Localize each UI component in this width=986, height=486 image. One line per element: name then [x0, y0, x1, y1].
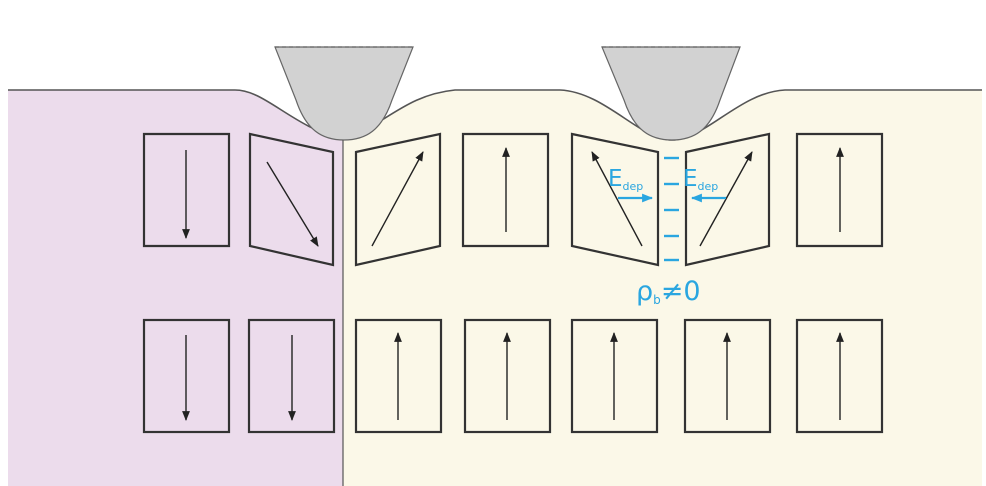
right-domain-region [343, 90, 982, 486]
unit-cell-top-4 [461, 132, 550, 248]
unit-cell-bottom-7 [795, 318, 884, 434]
edep-label-left: Edep [608, 166, 643, 193]
unit-cell-top-7 [795, 132, 884, 248]
edep-label-right: Edep [683, 166, 718, 193]
unit-cell-bottom-4 [463, 318, 552, 434]
unit-cell-top-5 [570, 132, 660, 267]
unit-cell-bottom-2 [247, 318, 336, 434]
unit-cell-bottom-1 [142, 318, 231, 434]
bound-charge-markers [664, 156, 679, 262]
unit-cell-bottom-5 [570, 318, 659, 434]
unit-cell-bottom-3 [354, 318, 443, 434]
bound-charge-label: ρb≠0 [636, 276, 701, 307]
unit-cell-top-2 [248, 132, 335, 267]
sample-surface [8, 89, 982, 141]
polarization-arrow-top-3 [371, 151, 424, 247]
unit-cell-top-1 [142, 132, 231, 248]
afm-tip-right [601, 46, 741, 141]
polarization-arrow-top-2 [266, 161, 319, 247]
unit-cell-top-6 [684, 132, 771, 267]
polarization-arrow-top-5 [591, 151, 643, 247]
unit-cell-bottom-6 [683, 318, 772, 434]
afm-tip-left [274, 46, 414, 141]
unit-cell-top-3 [354, 132, 442, 267]
left-domain-region [8, 90, 343, 486]
